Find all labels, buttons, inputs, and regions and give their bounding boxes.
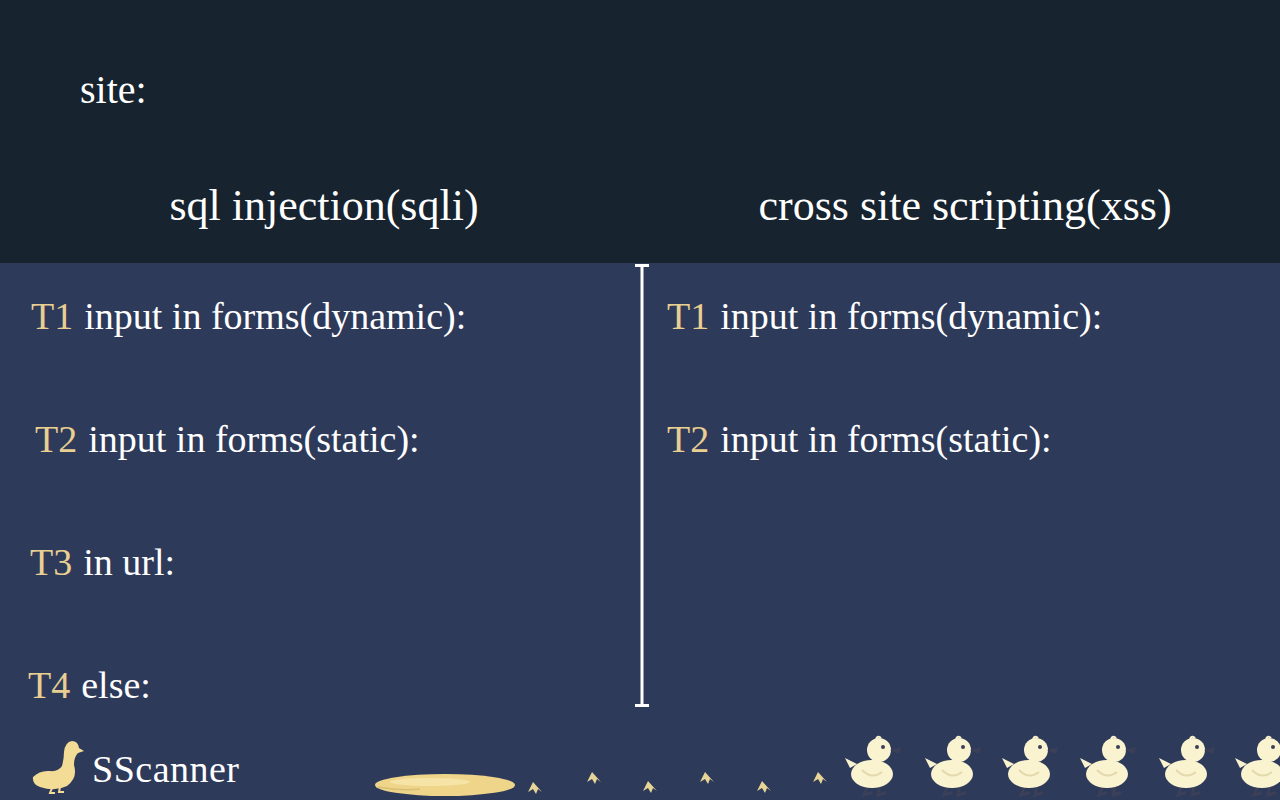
test-number: T3 bbox=[30, 540, 72, 586]
logo-wordmark: SScanner bbox=[92, 747, 240, 793]
column-heading: cross site scripting(xss) bbox=[758, 180, 1171, 233]
header-band: site: sql injection(sqli) cross site scrip… bbox=[0, 0, 1280, 263]
content-panel: T1input in forms(dynamic):T2input in for… bbox=[0, 263, 1280, 800]
duck-logo bbox=[33, 741, 84, 793]
site-label: site: bbox=[80, 66, 147, 114]
test-number: T1 bbox=[31, 294, 73, 340]
puddle bbox=[375, 774, 515, 796]
footprints bbox=[528, 772, 827, 794]
test-item: in url: bbox=[83, 540, 175, 586]
test-item: input in forms(static): bbox=[720, 417, 1051, 463]
test-number: T2 bbox=[35, 417, 77, 463]
test-item: else: bbox=[81, 663, 151, 709]
test-item: input in forms(dynamic): bbox=[84, 294, 466, 340]
test-item: input in forms(static): bbox=[88, 417, 419, 463]
test-number: T4 bbox=[28, 663, 70, 709]
test-number: T2 bbox=[667, 417, 709, 463]
ducklings bbox=[845, 737, 1280, 795]
column-heading: sql injection(sqli) bbox=[169, 180, 478, 233]
column-divider bbox=[635, 265, 649, 706]
test-number: T1 bbox=[667, 294, 709, 340]
test-item: input in forms(dynamic): bbox=[720, 294, 1102, 340]
